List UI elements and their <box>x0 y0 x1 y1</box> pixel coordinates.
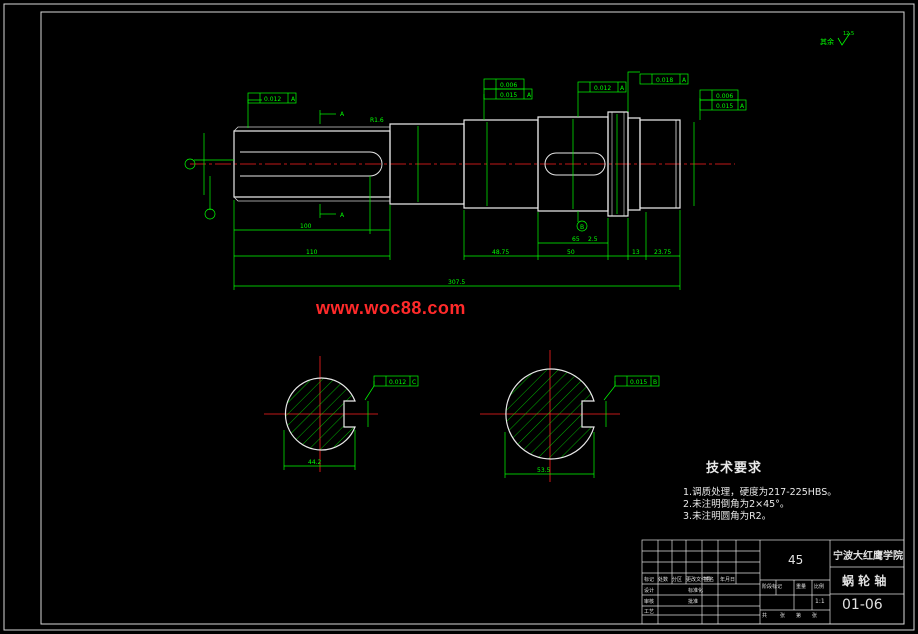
title-block-scale: 1:1 <box>815 598 825 605</box>
title-block-label: 工艺 <box>644 609 655 615</box>
svg-text:A: A <box>527 92 532 99</box>
svg-text:A: A <box>740 103 745 110</box>
svg-text:A: A <box>291 96 296 103</box>
inner-border <box>40 11 905 625</box>
svg-text:0.006: 0.006 <box>500 82 517 89</box>
title-block-label: 第 <box>796 613 802 619</box>
keyway-left <box>240 151 383 177</box>
svg-text:A: A <box>682 77 687 84</box>
title-block-material: 45 <box>788 553 804 567</box>
watermark-text: www.woc88.com <box>316 298 466 318</box>
title-block-label: 共 <box>762 613 768 619</box>
title-block-label: 标记 <box>644 577 655 583</box>
svg-text:B: B <box>580 224 584 231</box>
title-block-label: 更改文件号 <box>686 577 712 583</box>
title-block-label: 分区 <box>672 577 683 583</box>
svg-text:C: C <box>412 379 416 386</box>
title-block-drawing-number: 01-06 <box>842 597 883 613</box>
title-block-label: 年月日 <box>720 577 736 583</box>
svg-text:307.5: 307.5 <box>448 279 465 286</box>
svg-text:13: 13 <box>632 249 640 256</box>
title-block-label: 张 <box>812 613 818 619</box>
title-block <box>641 539 905 625</box>
svg-text:B: B <box>653 379 657 386</box>
svg-text:44.2: 44.2 <box>308 459 322 466</box>
svg-text:65: 65 <box>572 236 580 243</box>
title-block-label: 处数 <box>658 577 669 583</box>
tolerance-texts: 0.012 A 0.006 0.015 A 0.012 A 0.018 A 0.… <box>264 77 745 386</box>
svg-text:A: A <box>620 85 625 92</box>
tolerance-frames <box>247 73 747 387</box>
title-block-label: 签名 <box>704 577 715 583</box>
svg-text:110: 110 <box>306 249 318 256</box>
title-block-label: 阶段标记 <box>762 584 783 590</box>
svg-text:53.5: 53.5 <box>537 467 551 474</box>
shaft-outline <box>233 111 681 217</box>
svg-text:R1.6: R1.6 <box>370 117 384 124</box>
tech-requirement-3: 3.未注明圆角为R2。 <box>683 511 772 522</box>
svg-text:48.75: 48.75 <box>492 249 509 256</box>
svg-text:其余: 其余 <box>820 37 834 46</box>
svg-text:0.015: 0.015 <box>716 103 733 110</box>
title-block-label: 标准化 <box>688 588 704 594</box>
svg-text:12.5: 12.5 <box>843 31 854 37</box>
svg-text:50: 50 <box>567 249 575 256</box>
roughness-corner-symbol: 其余 12.5 <box>820 31 854 46</box>
title-block-label: 比例 <box>814 584 825 590</box>
svg-text:A: A <box>340 212 345 219</box>
svg-text:0.012: 0.012 <box>264 96 281 103</box>
title-block-school: 宁波大红鹰学院 <box>833 551 903 562</box>
title-block-part-name: 蜗 轮 轴 <box>842 574 887 588</box>
section-view-c: 44.2 <box>264 356 378 472</box>
svg-text:0.015: 0.015 <box>630 379 647 386</box>
svg-text:100: 100 <box>300 223 312 230</box>
tech-requirement-2: 2.未注明倒角为2×45°。 <box>683 499 790 510</box>
svg-text:0.018: 0.018 <box>656 77 673 84</box>
outer-border <box>3 3 915 631</box>
svg-text:0.012: 0.012 <box>389 379 406 386</box>
svg-text:2.5: 2.5 <box>588 236 598 243</box>
tech-requirement-1: 1.调质处理，硬度为217-225HBS。 <box>683 487 837 498</box>
svg-text:23.75: 23.75 <box>654 249 671 256</box>
title-block-label: 审核 <box>644 599 655 605</box>
title-block-label: 批准 <box>688 599 699 605</box>
title-block-label: 重量 <box>796 584 807 590</box>
title-block-label: 张 <box>780 613 786 619</box>
tech-requirements-title: 技术要求 <box>706 461 763 476</box>
section-view-b: 53.5 <box>480 350 620 482</box>
svg-text:0.012: 0.012 <box>594 85 611 92</box>
keyway-right <box>544 152 606 176</box>
dimension-texts: 100 110 307.5 48.75 50 65 2.5 13 23.75 R… <box>300 111 671 286</box>
title-block-label: 设计 <box>644 588 655 594</box>
datum-markers <box>184 158 588 232</box>
svg-text:0.015: 0.015 <box>500 92 517 99</box>
svg-text:0.006: 0.006 <box>716 93 733 100</box>
svg-text:A: A <box>340 111 345 118</box>
